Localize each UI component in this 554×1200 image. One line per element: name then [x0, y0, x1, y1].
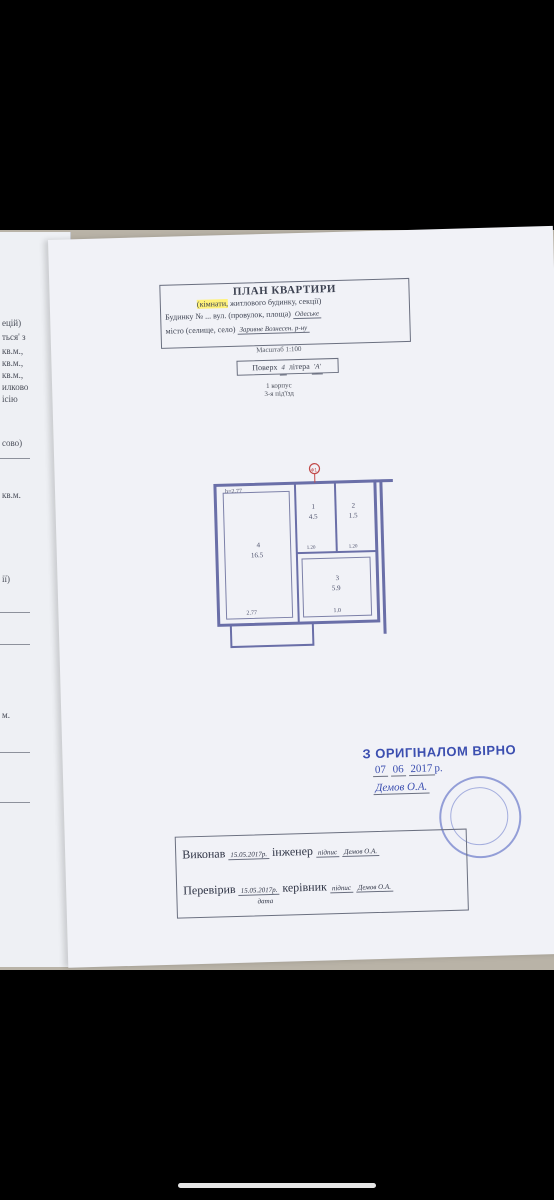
wall-extension — [374, 478, 393, 483]
stamp-year: 2017 — [408, 762, 435, 777]
checked-name: Демов О.А. — [355, 882, 394, 893]
floor-plan-sheet: ПЛАН КВАРТИРИ (кімнати, житлового будинк… — [48, 225, 554, 968]
wall-extension — [379, 480, 387, 634]
checked-label: Перевірив — [183, 882, 236, 898]
city-row: місто (селище, село) — [165, 324, 236, 336]
dimension-label: 1.20 — [349, 544, 358, 549]
left-text-fragment: ться' з — [2, 332, 26, 342]
room-area: 4.5 — [309, 513, 318, 521]
letter-label: літера — [288, 361, 310, 372]
floor-plan-drawing: Ф1 h=2.77 1 4.5 2 1.5 3 5.9 4 16.5 2.77 … — [213, 463, 393, 649]
room-area: 1.5 — [349, 511, 358, 519]
room-outline — [222, 490, 294, 620]
dimension-label: 1.20 — [307, 546, 316, 551]
divider — [0, 802, 30, 803]
floor-box: Поверх 4 літера 'А' — [236, 357, 339, 376]
left-text-fragment: сово) — [2, 438, 23, 448]
sign-caption: підпис — [329, 883, 354, 894]
made-date: 15.05.2017р. — [228, 850, 270, 861]
made-label: Виконав — [182, 846, 226, 862]
left-text-fragment: кв.м., — [2, 346, 24, 356]
divider — [0, 752, 30, 753]
city-value: Заривне Вознесен. р-ну — [237, 323, 310, 335]
sign-caption: підпис — [315, 848, 340, 858]
partition — [296, 549, 377, 555]
room-area: 5.9 — [332, 584, 341, 592]
partition — [333, 482, 338, 553]
subtitle: житлового будинку, секції) — [229, 296, 322, 308]
left-text-fragment: ецій) — [2, 318, 22, 328]
corridor-line2: 3-я під'їзд — [264, 389, 294, 399]
dimension-label: 1.0 — [333, 608, 341, 614]
height-note: h=2.77 — [225, 489, 242, 495]
subtitle-highlight: (кімнати, — [196, 298, 229, 309]
checked-date: 15.05.2017р. — [238, 885, 280, 896]
left-text-fragment: ісію — [2, 394, 18, 404]
stamp-year-suffix: р. — [434, 762, 443, 775]
stamp-name: Демов О.А. — [373, 780, 430, 796]
checked-role: керівник — [282, 879, 328, 895]
date-caption: дата — [257, 896, 274, 906]
stamp-month: 06 — [390, 763, 406, 777]
divider — [0, 612, 30, 613]
room-number: 3 — [335, 574, 339, 582]
stamp-day: 07 — [372, 763, 389, 778]
home-indicator[interactable] — [178, 1183, 376, 1188]
balcony — [229, 621, 315, 649]
building-row: Будинку № ... вул. (провулок, площа) — [165, 309, 291, 322]
partition — [293, 483, 300, 624]
floor-value: 4 — [279, 361, 288, 376]
stamp-title: З ОРИГІНАЛОМ ВІРНО — [362, 742, 517, 762]
left-text-fragment: кв.м. — [2, 490, 21, 500]
room-number: 1 — [311, 503, 315, 511]
building-value: Одеське — [292, 309, 322, 320]
letter-value: 'А' — [311, 360, 324, 375]
made-name: Демов О.А. — [341, 846, 380, 858]
title-block: ПЛАН КВАРТИРИ (кімнати, житлового будинк… — [159, 277, 411, 349]
divider — [0, 644, 30, 645]
left-text-fragment: илково — [2, 382, 29, 392]
room-number: 2 — [351, 502, 355, 510]
north-marker-label: Ф1 — [310, 468, 317, 474]
room-outline — [301, 556, 373, 618]
divider — [0, 458, 30, 459]
signature-block: Виконав 15.05.2017р. інженер підпис Демо… — [174, 828, 469, 919]
left-text-fragment: ії) — [2, 574, 10, 584]
dimension-label: 2.77 — [246, 610, 257, 616]
room-number: 4 — [256, 541, 260, 549]
scale-label: Масштаб 1:100 — [256, 344, 302, 355]
left-text-fragment: м. — [2, 710, 10, 720]
room-area: 16.5 — [251, 551, 264, 559]
floor-label: Поверх — [252, 362, 278, 373]
left-text-fragment: кв.м., — [2, 358, 24, 368]
made-role: інженер — [271, 843, 314, 859]
left-text-fragment: кв.м., — [2, 370, 24, 380]
corridor-note: 1 корпус 3-я під'їзд — [264, 381, 294, 398]
